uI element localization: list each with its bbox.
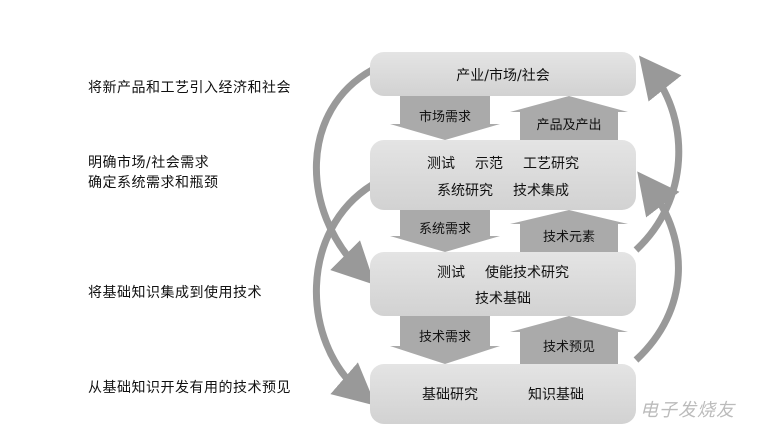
curve-right-top xyxy=(633,55,683,253)
down-arrow-tech-demand: 技术需求 xyxy=(390,316,500,364)
down-arrow-system-demand: 系统需求 xyxy=(390,210,500,252)
left-label-2: 明确市场/社会需求 确定系统需求和瓶颈 xyxy=(88,155,219,191)
curve-left-top xyxy=(312,66,375,285)
box-enabling-tech: 测试使能技术研究 技术基础 xyxy=(370,252,636,316)
left-label-3: 将基础知识集成到使用技术 xyxy=(88,285,262,301)
box-industry-market: 产业/市场/社会 xyxy=(370,52,636,96)
box-system-research: 测试示范工艺研究 系统研究技术集成 xyxy=(370,140,636,210)
up-arrow-tech-elements: 技术元素 xyxy=(510,210,628,252)
box-basic-research: 基础研究知识基础 xyxy=(370,364,636,424)
watermark-logo: 电子发烧友 xyxy=(640,400,735,421)
curve-right-bottom xyxy=(633,171,682,363)
left-label-1: 将新产品和工艺引入经济和社会 xyxy=(88,80,291,96)
left-label-4: 从基础知识开发有用的技术预见 xyxy=(88,380,291,396)
curve-left-bottom xyxy=(312,182,376,406)
up-arrow-products-output: 产品及产出 xyxy=(510,96,628,140)
down-arrow-market-demand: 市场需求 xyxy=(390,96,500,140)
up-arrow-tech-foresight: 技术预见 xyxy=(510,316,628,364)
